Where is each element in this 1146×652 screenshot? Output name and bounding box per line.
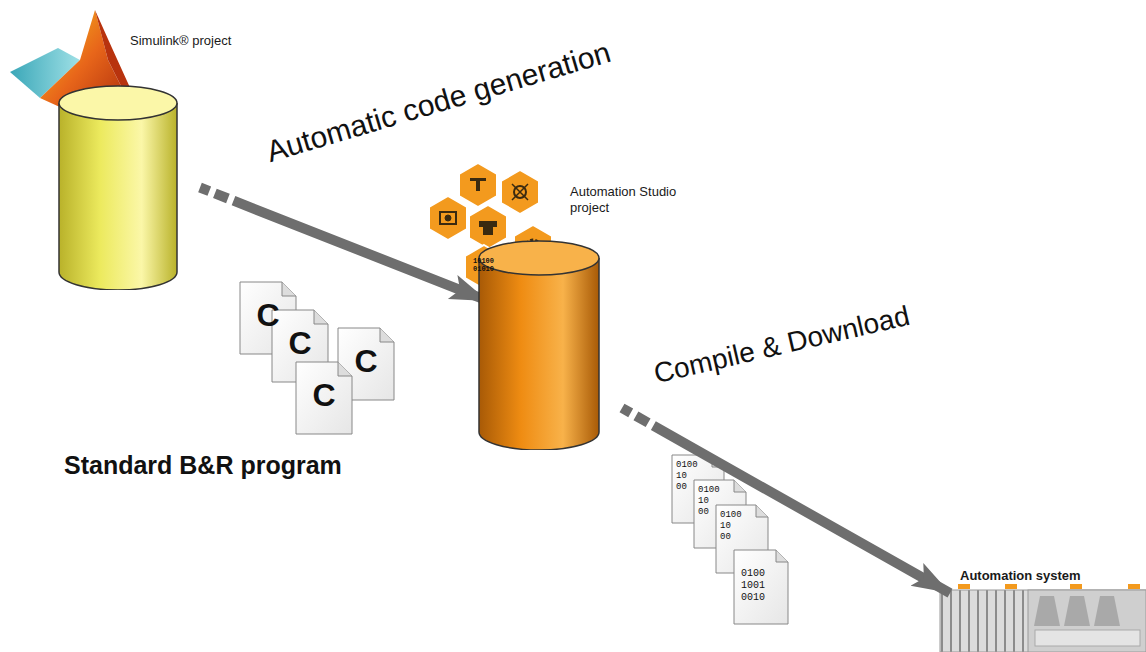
node-label: Automation system xyxy=(960,568,1110,584)
plc-hardware: Automation system xyxy=(940,590,1146,652)
file-letter: C xyxy=(296,376,352,414)
flow-arrow xyxy=(622,408,950,593)
icon-text: 10100 01010 xyxy=(473,257,497,273)
arrow-label: Automatic code generation xyxy=(262,35,614,169)
arrow-label: Compile & Download xyxy=(651,299,913,391)
database-cylinder: Simulink® project xyxy=(58,85,178,290)
binary-text: 0100 1001 0010 xyxy=(741,568,773,604)
flow-arrow xyxy=(200,188,488,301)
file-letter: C xyxy=(240,296,296,334)
cylinder-outline xyxy=(58,85,178,290)
file-letter: C xyxy=(272,324,328,362)
binary-files xyxy=(672,455,788,624)
node-label: Simulink® project xyxy=(130,33,270,49)
binary-text: 0100 10 00 xyxy=(698,485,718,518)
database-cylinder: Automation Studio project xyxy=(478,240,600,450)
binary-text: 0100 10 00 xyxy=(720,510,740,543)
c-source-files xyxy=(240,282,394,434)
caption-text: Standard B&R program xyxy=(64,450,424,480)
binary-text: 0100 10 00 xyxy=(676,460,696,493)
node-label: Automation Studio project xyxy=(570,184,682,216)
plc-rack xyxy=(940,584,1146,652)
cylinder-outline xyxy=(478,240,600,450)
file-letter: C xyxy=(338,342,394,380)
